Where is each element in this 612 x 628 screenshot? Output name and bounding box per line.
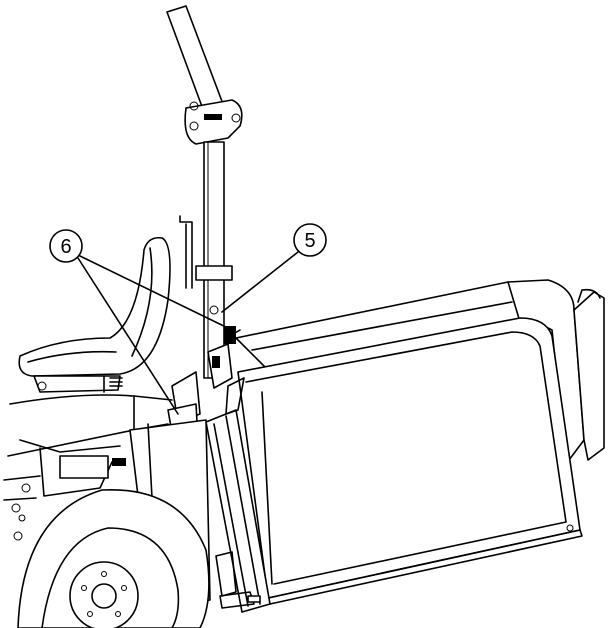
grass-hopper [205,279,605,613]
callout-5-label: 5 [304,230,315,252]
lift-mast [166,5,243,379]
callout-5: 5 [221,223,327,313]
callout-6-label: 6 [60,236,71,258]
operator-seat [18,236,171,393]
rear-wheel [17,489,210,628]
callout-6: 6 [49,229,233,415]
